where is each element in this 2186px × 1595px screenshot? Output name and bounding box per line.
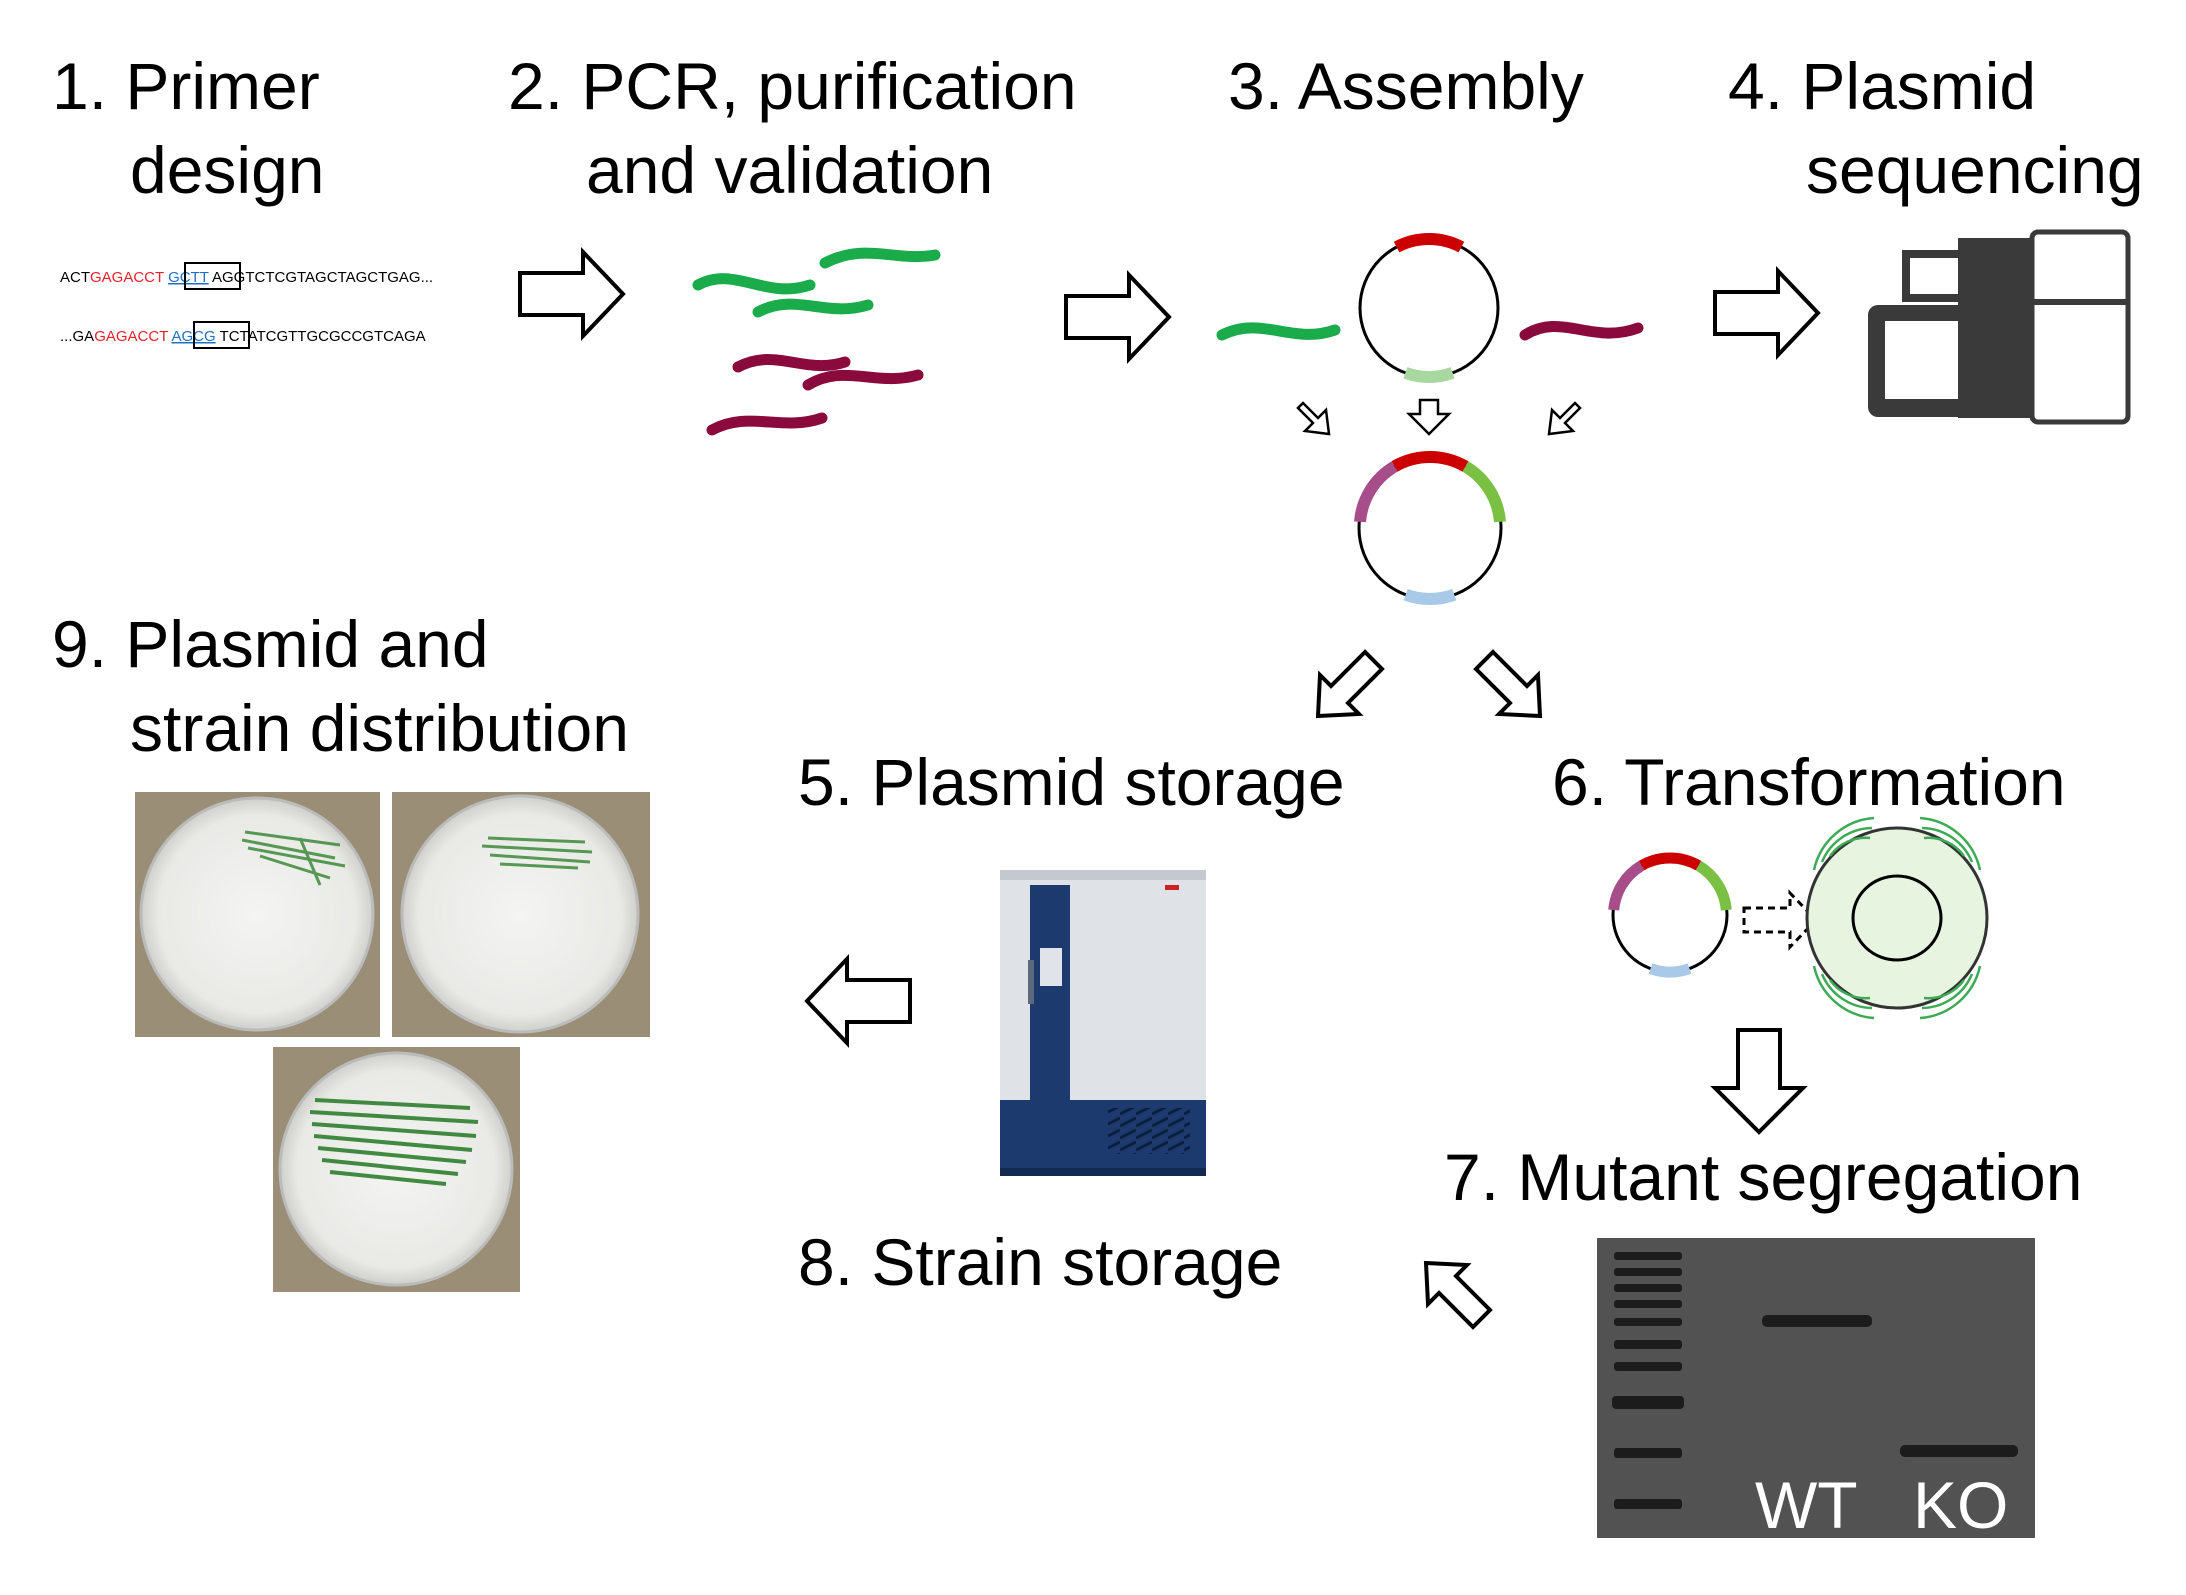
plasmid-icon	[1608, 852, 1732, 978]
step-5-label: 5. Plasmid storage	[798, 745, 1345, 819]
agar-plate-icon	[392, 792, 650, 1037]
step-9-label: 9. Plasmid and strain distribution	[52, 607, 629, 765]
dna-fragment-green	[1216, 322, 1341, 341]
step-8-label: 8. Strain storage	[798, 1225, 1283, 1299]
svg-text:...GAGAGACCT AGCG TCTATCGTTGCG: ...GAGAGACCT AGCG TCTATCGTTGCGCCGTCAGA	[60, 328, 426, 345]
diagonal-arrow-icon	[1547, 401, 1582, 436]
dashed-right-arrow-icon	[1742, 889, 1819, 951]
right-arrow-icon	[1064, 270, 1172, 364]
down-arrow-icon	[1710, 1028, 1808, 1135]
gel-wt-label: WT	[1755, 1468, 1858, 1542]
left-arrow-icon	[804, 954, 912, 1048]
diagonal-arrow-icon	[1473, 649, 1543, 719]
agar-plate-icon	[135, 792, 380, 1037]
step-3-label: 3. Assembly	[1228, 49, 1584, 123]
plasmid-icon	[1358, 233, 1500, 383]
right-arrow-icon	[518, 247, 626, 341]
agar-plate-icon	[273, 1047, 520, 1292]
step-2-label: 2. PCR, purification and validation	[508, 49, 1077, 207]
step-7-label: 7. Mutant segregation	[1444, 1140, 2083, 1214]
diagonal-arrow-icon	[1315, 649, 1385, 719]
primer-sequence-2: ...GAGAGACCT AGCG TCTATCGTTGCGCCGTCAGA	[60, 321, 426, 349]
cell-icon	[1805, 816, 1989, 1020]
step-6-label: 6. Transformation	[1552, 745, 2066, 819]
primer-sequence-1: ACTGAGACCT GCTT AGGTCTCGTAGCTAGCTGAG...	[60, 262, 433, 290]
assembled-plasmid-icon	[1354, 451, 1506, 605]
down-arrow-icon	[1405, 398, 1453, 436]
step-1-label: 1. Primer design	[52, 49, 325, 207]
diagonal-arrow-icon	[1296, 401, 1331, 436]
dna-fragment-maroon	[1519, 321, 1644, 341]
sequencer-icon	[1868, 229, 2131, 425]
pcr-fragments	[692, 247, 941, 436]
gel-icon: WT KO	[1597, 1238, 2035, 1542]
freezer-icon	[1000, 870, 1206, 1176]
right-arrow-icon	[1713, 266, 1821, 360]
svg-text:ACTGAGACCT GCTT AGGTCTCGTAGCTA: ACTGAGACCT GCTT AGGTCTCGTAGCTAGCTGAG...	[60, 269, 433, 286]
step-4-label: 4. Plasmid sequencing	[1728, 49, 2144, 207]
gel-ko-label: KO	[1913, 1468, 2008, 1542]
diagonal-arrow-icon	[1423, 1260, 1493, 1330]
